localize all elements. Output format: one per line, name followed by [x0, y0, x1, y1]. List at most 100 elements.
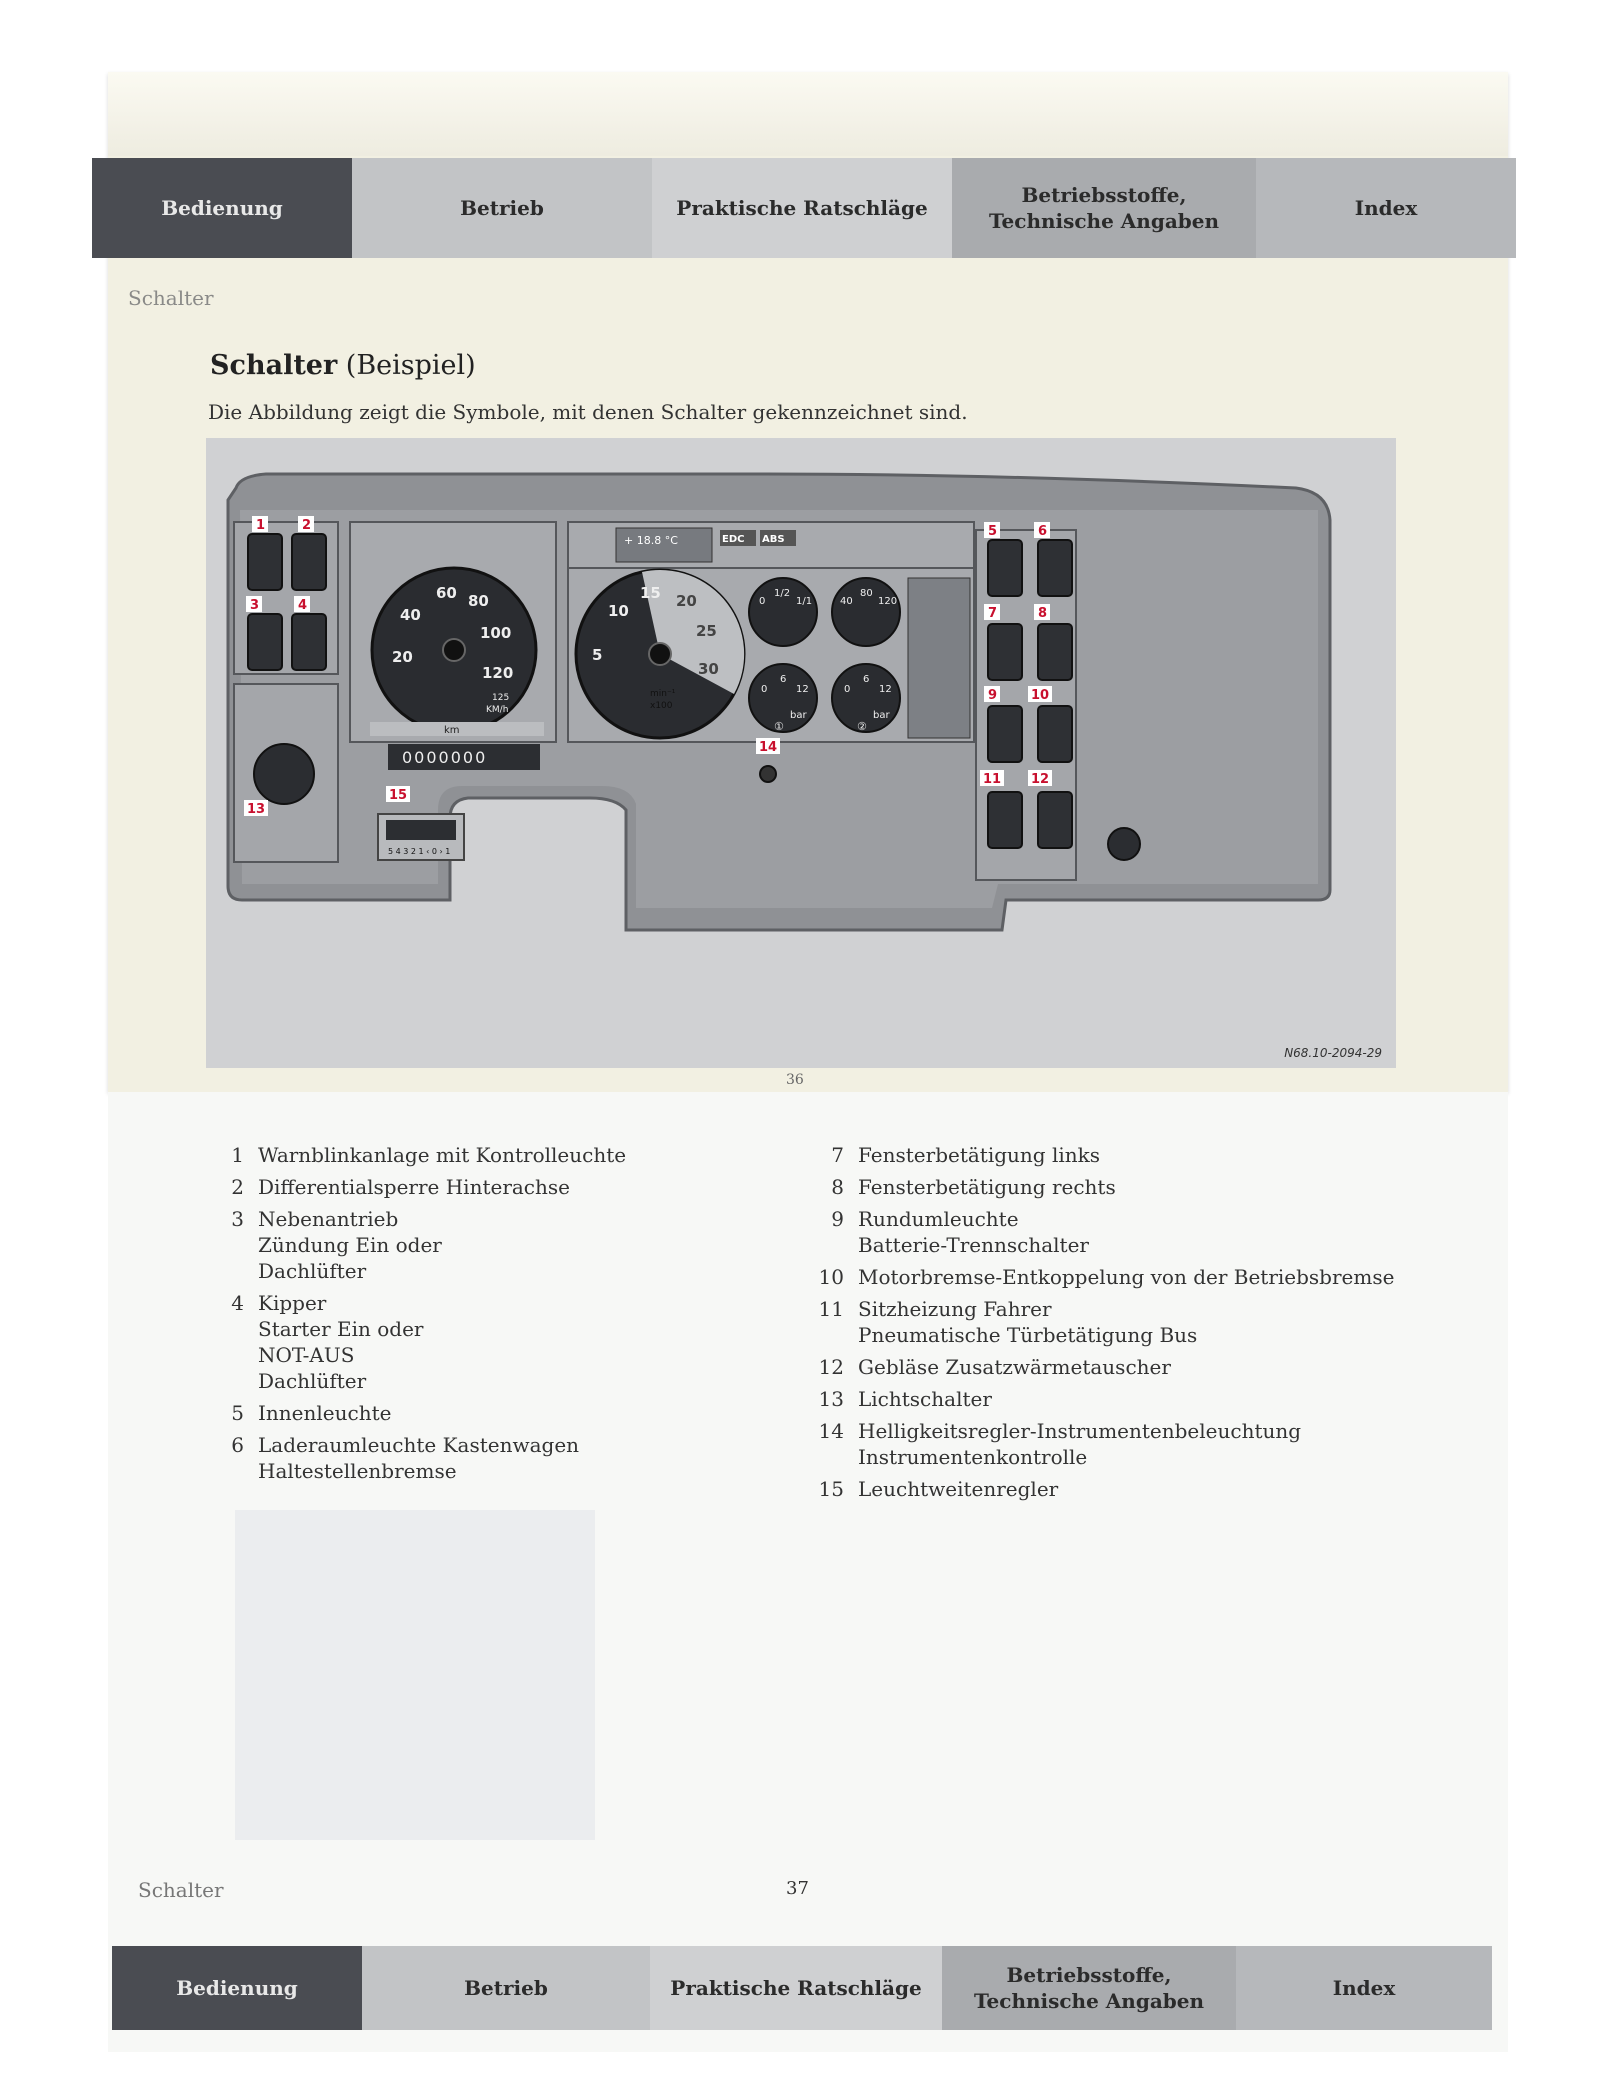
legend-number: 6	[231, 1433, 244, 1457]
title-bold: Schalter	[210, 350, 338, 381]
callout-14: 14	[759, 740, 777, 755]
pressure2-bar: bar	[873, 710, 890, 721]
tab-bedienung[interactable]: Bedienung	[112, 1946, 362, 2030]
legend-item: 5 Innenleuchte	[210, 1400, 626, 1426]
legend-line: Leuchtweitenregler	[858, 1477, 1059, 1501]
speedo-tick-100: 100	[480, 624, 511, 642]
pressure1-bar: bar	[790, 710, 807, 721]
legend-number: 3	[231, 1207, 244, 1231]
speedo-tick-80: 80	[468, 592, 489, 610]
legend-number: 9	[831, 1207, 844, 1231]
figure-code: N68.10-2094-29	[1284, 1046, 1382, 1060]
tab-praktische-ratschlaege[interactable]: Praktische Ratschläge	[652, 158, 952, 258]
legend-line: Kipper	[258, 1291, 327, 1315]
legend-item: 7 Fensterbetätigung links	[810, 1142, 1394, 1168]
legend-text: Warnblinkanlage mit Kontrolleuchte	[258, 1142, 626, 1168]
odometer-km-label: km	[444, 725, 460, 736]
light-switch-knob	[253, 743, 315, 805]
small-gauges	[748, 577, 901, 733]
legend-number: 15	[818, 1477, 844, 1501]
callouts: 1 2 3 4 5 6 7 8 9 10 11 12 13 14 15	[244, 516, 1052, 817]
legend-line: Laderaumleuchte Kastenwagen	[258, 1433, 580, 1457]
pressure1-6: 6	[780, 674, 786, 685]
dashboard-figure: 20 40 60 80 100 120 125 KM/h km 0000000 …	[206, 438, 1396, 1068]
callout-1: 1	[256, 518, 265, 533]
legend-line: Zündung Ein oder	[258, 1233, 442, 1257]
legend-text: Motorbremse-Entkoppelung von der Betrieb…	[858, 1264, 1394, 1290]
legend-number: 13	[818, 1387, 844, 1411]
pressure1-circuit: ①	[774, 720, 784, 733]
callout-13: 13	[247, 802, 265, 817]
legend-line: Pneumatische Türbetätigung Bus	[858, 1323, 1198, 1347]
speedo-unit-top: 125	[492, 693, 509, 703]
edc-label: EDC	[722, 534, 744, 545]
pressure2-6: 6	[863, 674, 869, 685]
tacho-tick-20: 20	[676, 592, 697, 610]
dimmer-knob	[759, 765, 777, 783]
legend-line: Differentialsperre Hinterachse	[258, 1175, 570, 1199]
title-rest: (Beispiel)	[337, 350, 476, 381]
tab-index[interactable]: Index	[1236, 1946, 1492, 2030]
pressure2-circuit: ②	[857, 720, 867, 733]
callout-2: 2	[302, 518, 311, 533]
tab-index[interactable]: Index	[1256, 158, 1516, 258]
callout-3: 3	[250, 598, 259, 613]
tacho-tick-30: 30	[698, 660, 719, 678]
fuel-0: 0	[759, 596, 765, 607]
legend-item: 2 Differentialsperre Hinterachse	[210, 1174, 626, 1200]
legend-number: 2	[231, 1175, 244, 1199]
legend-line: Batterie-Trennschalter	[858, 1233, 1089, 1257]
tab-betrieb[interactable]: Betrieb	[362, 1946, 650, 2030]
temperature-display: + 18.8 °C	[624, 534, 678, 547]
page-number-lower: 37	[786, 1878, 809, 1899]
legend-line: Rundumleuchte	[858, 1207, 1019, 1231]
tab-praktische-ratschlaege[interactable]: Praktische Ratschläge	[650, 1946, 942, 2030]
speedo-unit: KM/h	[486, 705, 508, 715]
tab-betrieb[interactable]: Betrieb	[352, 158, 652, 258]
tab-betriebsstoffe[interactable]: Betriebsstoffe, Technische Angaben	[942, 1946, 1236, 2030]
legend-item: 10 Motorbremse-Entkoppelung von der Betri…	[810, 1264, 1395, 1290]
legend-text: Differentialsperre Hinterachse	[258, 1174, 570, 1200]
legend-number: 7	[831, 1143, 844, 1167]
section-header: Schalter	[128, 286, 214, 310]
speedo-tick-60: 60	[436, 584, 457, 602]
tacho-tick-25: 25	[696, 622, 717, 640]
legend-number: 12	[818, 1355, 844, 1379]
tacho-tick-5: 5	[592, 646, 602, 664]
speedo-tick-120: 120	[482, 664, 513, 682]
pressure1-12: 12	[796, 684, 809, 695]
legend-line: Innenleuchte	[258, 1401, 392, 1425]
page-top-edge	[108, 72, 1508, 156]
legend-list-right: 7 Fensterbetätigung links 8 Fensterbetätigu…	[810, 1142, 1395, 1508]
pressure2-0: 0	[844, 684, 850, 695]
show-through-box	[235, 1510, 595, 1840]
legend-text: Leuchtweitenregler	[858, 1476, 1058, 1502]
tacho-tick-15: 15	[640, 584, 661, 602]
coolant-80: 80	[860, 588, 873, 599]
legend-text: Helligkeitsregler-Instrumentenbeleuchtun…	[858, 1418, 1301, 1470]
legend-line: Helligkeitsregler-Instrumentenbeleuchtun…	[858, 1419, 1302, 1443]
switch-group	[247, 533, 1073, 849]
legend-number: 14	[818, 1419, 844, 1443]
tacho-unit: min⁻¹	[650, 689, 676, 699]
callout-15: 15	[389, 788, 407, 803]
pressure1-0: 0	[761, 684, 767, 695]
legend-text: Fensterbetätigung links	[858, 1142, 1100, 1168]
legend-number: 10	[818, 1265, 844, 1289]
legend-line: Dachlüfter	[258, 1369, 367, 1393]
tab-betriebsstoffe[interactable]: Betriebsstoffe, Technische Angaben	[952, 158, 1256, 258]
legend-line: Warnblinkanlage mit Kontrolleuchte	[258, 1143, 627, 1167]
legend-number: 8	[831, 1175, 844, 1199]
callout-7: 7	[988, 606, 997, 621]
coolant-40: 40	[840, 596, 853, 607]
legend-number: 5	[231, 1401, 244, 1425]
tab-bedienung[interactable]: Bedienung	[92, 158, 352, 258]
legend-line: Dachlüfter	[258, 1259, 367, 1283]
